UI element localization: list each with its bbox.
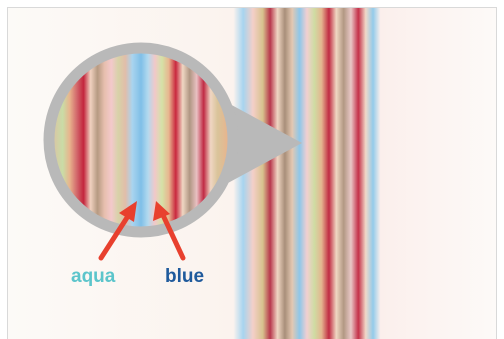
blue-arrow	[153, 201, 186, 261]
magnifier-pointer	[215, 96, 302, 190]
magnified-stripes	[54, 53, 228, 227]
blue-label: blue	[165, 266, 205, 287]
aqua-label: aqua	[71, 266, 116, 287]
aqua-arrow	[98, 201, 137, 261]
magnifier-ring	[43, 42, 239, 238]
